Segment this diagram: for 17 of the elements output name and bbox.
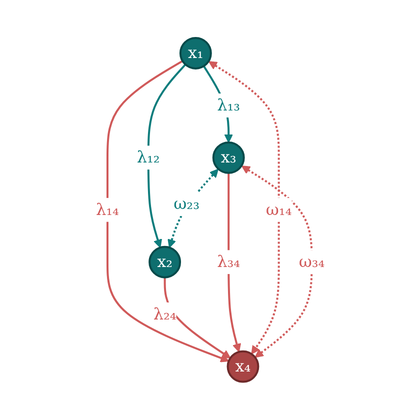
arrow [163, 277, 230, 359]
node-circle: x₁ [179, 37, 212, 70]
node-circle: x₃ [212, 142, 244, 174]
arrow [147, 64, 186, 248]
edge-label: λ₃₄ [216, 252, 240, 272]
edge-label: ω₁₄ [266, 200, 292, 219]
edge-label: λ₂₄ [152, 304, 176, 324]
edge-label: λ₁₂ [136, 148, 160, 167]
arrow [106, 60, 229, 362]
node-circle: x₂ [148, 246, 181, 278]
arrow [167, 168, 218, 248]
arrow [241, 166, 312, 358]
edge-label: ω₃₄ [298, 252, 324, 272]
edge-label: λ₁₃ [216, 96, 240, 115]
node-circle: x₄ [226, 350, 259, 383]
edge-label: λ₁₄ [96, 200, 119, 219]
edge-label: ω₂₃ [173, 194, 200, 214]
